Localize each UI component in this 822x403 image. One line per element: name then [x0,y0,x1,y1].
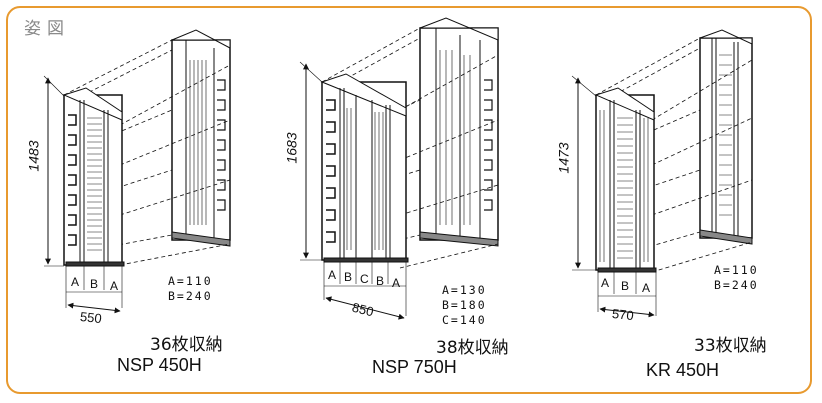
col-letter: B [90,277,99,291]
col-letter: B [621,279,630,293]
width-dim-label: 570 [611,305,635,324]
col-letter: C [360,272,369,286]
model-name: NSP 450H [117,355,202,375]
col-letter: A [601,276,610,290]
height-dimension [43,75,65,267]
height-dimension [299,61,323,261]
back-frame [419,17,499,247]
spec-line: A=130 [442,283,487,297]
front-frame [594,87,657,273]
front-frame [320,73,409,263]
col-letter: B [344,270,353,284]
col-letter: B [376,274,385,288]
width-dimension [597,272,657,318]
height-dimension [571,75,597,271]
capacity-label: 38枚収納 [436,338,509,358]
capacity-label: 33枚収納 [694,336,767,356]
spec-line: B=240 [714,278,759,292]
side-rails [595,37,753,273]
col-letter: A [392,276,401,290]
col-letter: A [71,275,80,289]
col-letter: A [328,268,337,282]
capacity-label: 36枚収納 [150,335,223,355]
back-frame [699,29,753,245]
width-dimension [65,266,123,314]
section-title: 姿図 [24,19,70,39]
spec-line: A=110 [168,274,213,288]
model-name: NSP 750H [372,357,457,377]
rack-nsp750h-drawing [299,17,499,320]
height-dim-label: 1473 [555,142,572,174]
front-frame [62,87,125,267]
spec-line: B=240 [168,289,213,303]
height-dim-label: 1483 [25,140,42,172]
diagram-frame [6,6,812,394]
spec-line: B=180 [442,298,487,312]
rack-nsp450h-drawing [43,29,231,314]
back-frame [171,29,231,247]
col-letter: A [642,281,651,295]
width-dimension [323,262,407,320]
col-letter: A [110,279,119,293]
model-name: KR 450H [646,360,720,380]
spec-line: C=140 [442,313,487,327]
rack-kr450h-drawing [571,29,753,318]
width-dim-label: 550 [79,308,103,327]
spec-line: A=110 [714,263,759,277]
height-dim-label: 1683 [283,132,300,164]
